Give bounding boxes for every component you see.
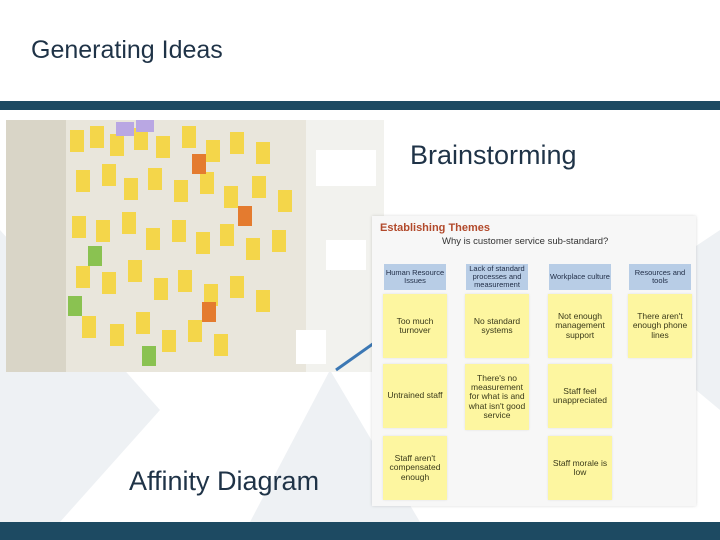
card-staff-morale-low: Staff morale is low	[548, 436, 612, 500]
card-too-much-turnover: Too much turnover	[383, 294, 447, 358]
establishing-themes-panel: Establishing Themes Why is customer serv…	[372, 216, 696, 506]
sticky-notes-wall-image	[6, 120, 384, 372]
header-divider-bar	[0, 101, 720, 110]
card-staff-not-compensated: Staff aren't compensated enough	[383, 436, 447, 500]
footer-bar	[0, 522, 720, 540]
card-no-measurement: There's no measurement for what is and w…	[465, 364, 529, 430]
affinity-diagram-label: Affinity Diagram	[129, 466, 320, 496]
slide-title: Generating Ideas	[31, 36, 223, 64]
column-header-standard-processes: Lack of standard processes and measureme…	[466, 264, 528, 290]
card-not-enough-phone-lines: There aren't enough phone lines	[628, 294, 692, 358]
brainstorming-label: Brainstorming	[410, 140, 577, 170]
column-header-human-resource: Human Resource Issues	[384, 264, 446, 290]
card-not-enough-management-support: Not enough management support	[548, 294, 612, 358]
panel-question: Why is customer service sub-standard?	[442, 236, 609, 247]
brainstorming-photo	[6, 120, 384, 372]
card-untrained-staff: Untrained staff	[383, 364, 447, 428]
card-staff-unappreciated: Staff feel unappreciated	[548, 364, 612, 428]
card-no-standard-systems: No standard systems	[465, 294, 529, 358]
column-header-resources-tools: Resources and tools	[629, 264, 691, 290]
panel-title: Establishing Themes	[380, 222, 491, 234]
column-header-workplace-culture: Workplace culture	[549, 264, 611, 290]
